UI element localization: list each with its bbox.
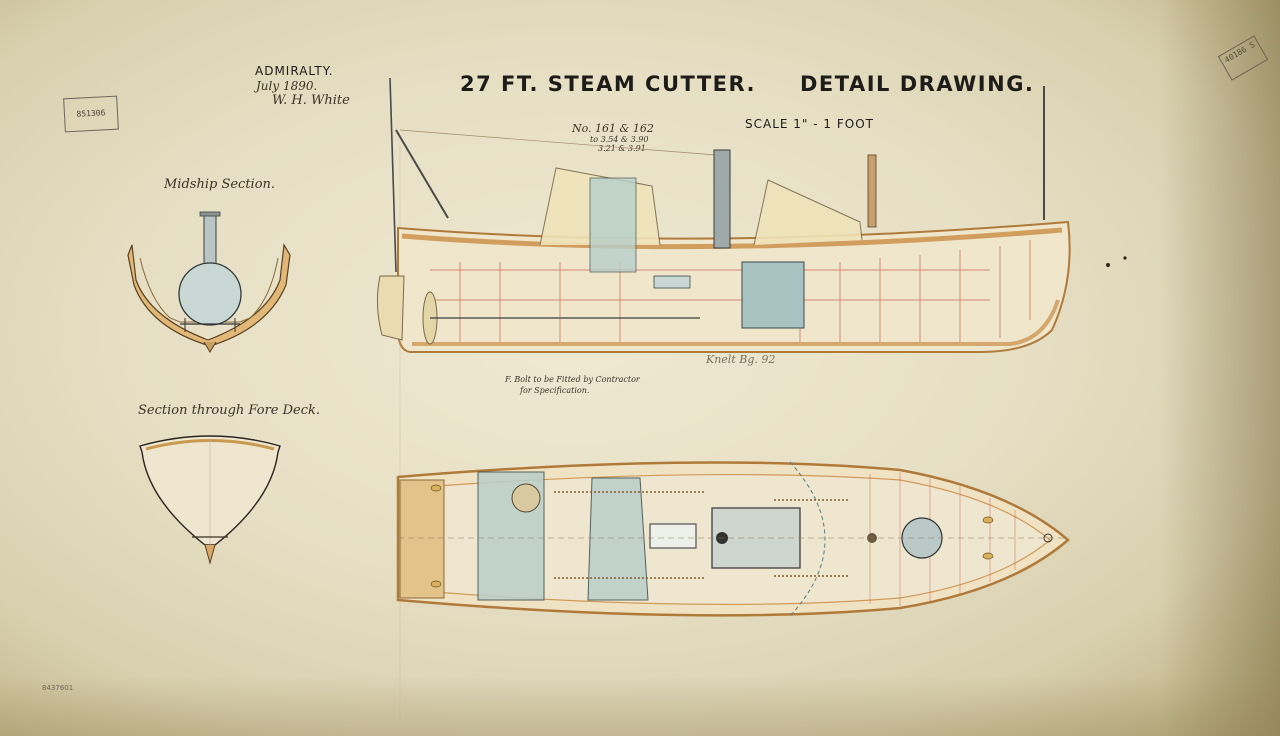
profile-note-4: Knelt Bg. 92 [706, 353, 776, 366]
reference-number: 8437601 [42, 684, 74, 692]
profile-note-1: No. 161 & 162 [572, 122, 654, 135]
drawing-title-left: 27 FT. STEAM CUTTER. [460, 72, 757, 96]
scale-label: SCALE 1" - 1 FOOT [745, 117, 874, 131]
profile-note-3: 3.21 & 3.91 [598, 144, 646, 153]
signature: W. H. White [272, 93, 350, 108]
fore-deck-section-label: Section through Fore Deck. [138, 403, 321, 418]
ink-mark [1106, 263, 1110, 267]
profile-stay [399, 129, 717, 156]
bolts-note-1: F. Bolt to be Fitted by Contractor [505, 375, 640, 384]
ink-mark [1123, 256, 1127, 260]
plan-boiler-casing [587, 477, 649, 601]
profile-davit [395, 129, 449, 219]
profile-funnel [713, 149, 731, 249]
profile-engine-casing [589, 177, 637, 273]
profile-canopy-fore [753, 179, 863, 246]
midship-boiler [178, 262, 242, 326]
date-label: July 1890. [256, 79, 318, 93]
fore-deck-section-view [139, 435, 281, 565]
plan-valve-chest [649, 523, 697, 549]
midship-keel [203, 341, 217, 353]
plan-stern-grating [399, 479, 445, 599]
midship-section-label: Midship Section. [164, 177, 276, 192]
profile-stern-staff [389, 77, 397, 273]
fore-deck-keel [204, 544, 216, 565]
plan-fore-deck-arc [789, 461, 826, 617]
plan-cleats [430, 484, 994, 588]
drawing-title-right: DETAIL DRAWING. [800, 72, 1035, 96]
profile-mast-stump [867, 154, 877, 228]
profile-boiler [741, 261, 805, 329]
profile-keel [412, 299, 1060, 346]
midship-hull-shell [127, 243, 291, 347]
midship-funnel-cap [199, 211, 221, 217]
midship-section-view [127, 211, 291, 353]
plan-view [396, 461, 1070, 617]
midship-funnel [203, 212, 217, 266]
profile-rudder [376, 275, 405, 341]
profile-view [376, 77, 1071, 353]
plan-capstan [511, 483, 541, 513]
profile-frames [430, 240, 1031, 342]
office-label: ADMIRALTY. [255, 64, 334, 78]
plan-thwarts [554, 491, 850, 579]
profile-note-2: to 3.54 & 3.90 [590, 135, 649, 144]
profile-condenser [653, 275, 691, 289]
bolts-note-2: for Specification. [520, 386, 590, 395]
